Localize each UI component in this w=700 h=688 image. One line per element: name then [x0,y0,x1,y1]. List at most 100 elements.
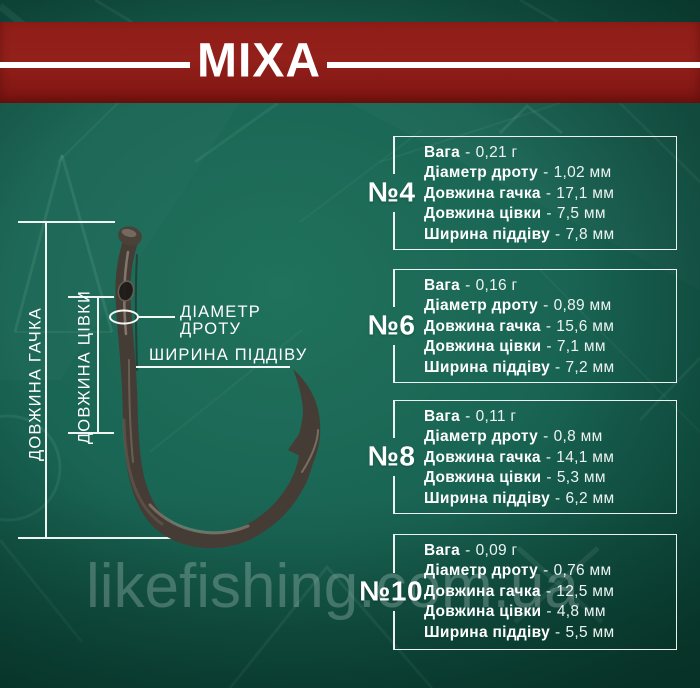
spec-value: 0,21 г [475,144,518,161]
hook-eye [117,280,135,302]
spec-box-left-border-bottom [393,345,395,382]
spec-label: Ширина піддіву [424,623,551,641]
spec-label: Діаметр дроту [424,562,539,580]
spec-separator: - [555,225,561,243]
spec-box-left-border-bottom [393,212,395,249]
spec-separator: - [545,582,552,600]
spec-value: 1,02 мм [553,164,612,182]
spec-row: Довжина цівки-7,1 мм [424,337,676,357]
measurement-lines [18,221,200,539]
spec-row: Вага-0,09 г [424,541,676,561]
spec-label: Довжина цівки [424,205,542,223]
spec-value: 0,76 мм [553,562,612,580]
spec-value: 7,1 мм [556,338,606,356]
spec-box-number: №4 [367,176,416,208]
banner: MIXA [0,22,700,103]
spec-row: Ширина піддіву-5,5 мм [424,623,676,643]
spec-separator: - [545,448,552,466]
spec-separator: - [546,469,552,487]
spec-separator: - [465,408,471,425]
spec-separator: - [543,164,549,182]
spec-row: Довжина цівки-7,5 мм [424,204,676,224]
spec-separator: - [543,297,549,315]
shank-length-label: ДОВЖИНА ЦІВКИ [75,290,93,444]
spec-box-left-border-top [393,137,395,174]
spec-row: Вага-0,16 г [424,276,676,296]
spec-label: Вага [424,542,461,559]
spec-row: Довжина гачка-12,5 мм [424,582,676,602]
spec-row: Вага-0,11 г [424,407,676,427]
spec-row: Вага-0,21 г [424,143,676,163]
spec-value: 15,6 мм [556,317,615,335]
spec-row: Діаметр дроту-0,76 мм [424,561,676,581]
wire-diameter-label-line2: ДРОТУ [180,320,241,338]
spec-row: Ширина піддіву-7,2 мм [424,358,676,378]
spec-row: Ширина піддіву-6,2 мм [424,489,676,509]
spec-box-number: №6 [367,309,416,341]
spec-value: 4,8 мм [556,603,606,621]
hook-length-label: ДОВЖИНА ГАЧКА [26,307,44,461]
spec-separator: - [546,338,552,356]
spec-row: Довжина гачка-15,6 мм [424,317,676,337]
spec-label: Діаметр дроту [424,428,539,446]
spec-label: Вага [424,277,461,294]
spec-value: 5,3 мм [556,469,606,487]
spec-value: 7,5 мм [556,205,606,223]
spec-label: Довжина цівки [424,469,542,487]
spec-separator: - [543,428,549,446]
spec-label: Довжина гачка [424,317,541,335]
spec-value: 12,5 мм [556,582,615,600]
spec-box-number: №10 [359,575,424,607]
spec-separator: - [555,623,561,641]
wire-diameter-label-line1: ДІАМЕТР [180,303,261,321]
spec-separator: - [465,277,471,294]
spec-box-left-border-top [393,401,395,438]
spec-value: 0,89 мм [553,297,612,315]
spec-separator: - [465,144,471,161]
spec-label: Довжина гачка [424,582,541,600]
spec-box-left-border-top [393,535,395,573]
spec-separator: - [543,562,549,580]
spec-box-number: №8 [367,440,416,472]
spec-value: 0,09 г [475,542,518,559]
spec-label: Ширина піддіву [424,489,551,507]
spec-label: Довжина цівки [424,603,542,621]
spec-label: Вага [424,408,461,425]
spec-row: Довжина цівки-4,8 мм [424,602,676,622]
spec-value: 7,2 мм [565,358,615,376]
spec-separator: - [546,205,552,223]
spec-separator: - [465,542,471,559]
spec-label: Довжина гачка [424,448,541,466]
spec-box-left-border-bottom [393,476,395,513]
spec-label: Ширина піддіву [424,358,551,376]
spec-label: Діаметр дроту [424,297,539,315]
spec-row: Довжина цівки-5,3 мм [424,468,676,488]
spec-row: Довжина гачка-17,1 мм [424,184,676,204]
spec-row: Діаметр дроту-0,8 мм [424,427,676,447]
spec-label: Довжина цівки [424,338,542,356]
spec-value: 0,16 г [475,277,518,294]
spec-separator: - [555,489,561,507]
spec-value: 6,2 мм [565,489,615,507]
spec-separator: - [545,184,552,202]
spec-box-left-border-top [393,270,395,307]
banner-line-left [0,62,190,68]
spec-value: 17,1 мм [556,184,615,202]
spec-separator: - [546,603,552,621]
spec-value: 7,8 мм [565,225,615,243]
spec-separator: - [555,358,561,376]
gape-width-label: ШИРИНА ПІДДІВУ [149,346,307,364]
spec-label: Ширина піддіву [424,225,551,243]
spec-box-left-border-bottom [393,611,395,649]
spec-separator: - [545,317,552,335]
spec-value: 14,1 мм [556,448,615,466]
